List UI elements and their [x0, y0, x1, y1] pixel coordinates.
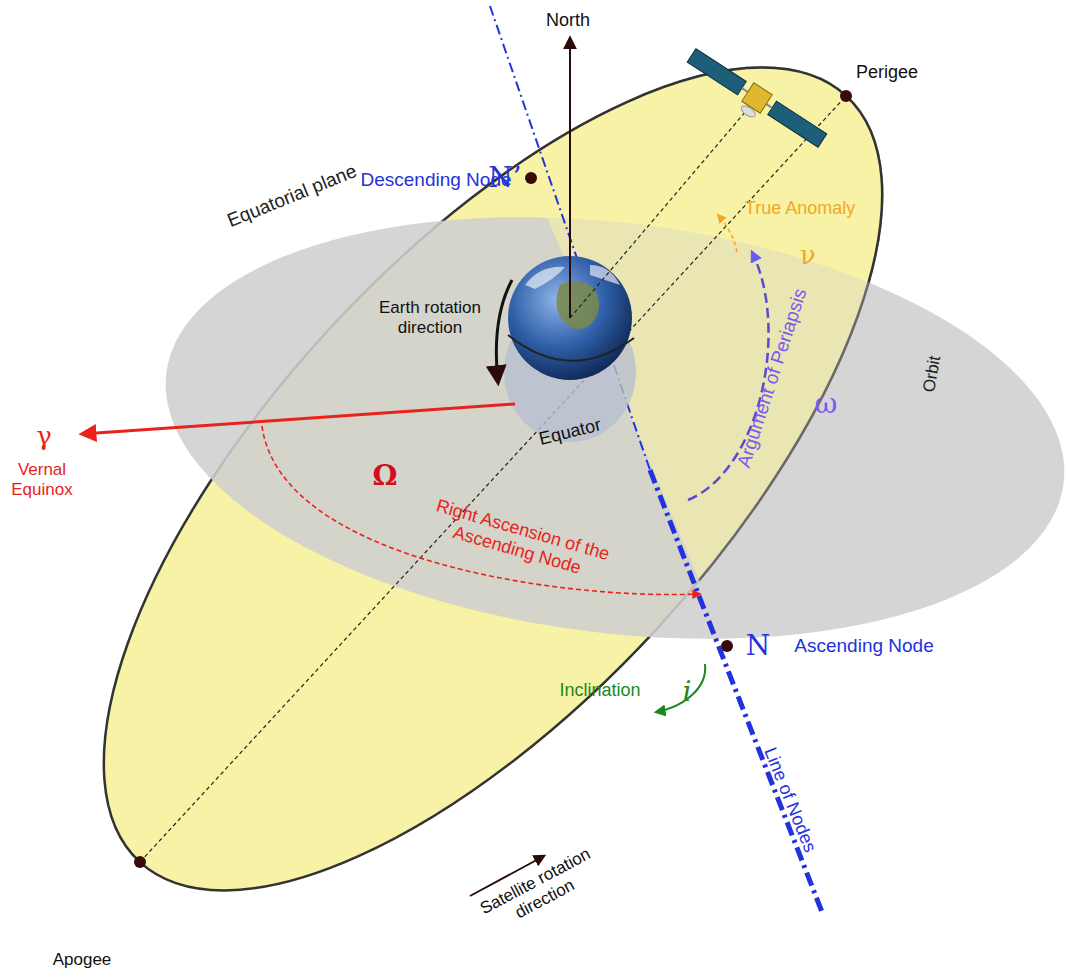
earth-rotation-arrow — [496, 280, 512, 382]
angle-label: True Anomaly — [745, 198, 855, 219]
inclination-arc — [656, 664, 705, 712]
angle-symbol: ω — [815, 388, 838, 420]
true-anomaly-arc — [718, 215, 737, 252]
descending-node-point — [525, 172, 537, 184]
node-label: Ascending Node — [794, 635, 933, 657]
direction-label: Vernal Equinox — [4, 460, 80, 499]
node-symbol: N’ — [488, 162, 521, 194]
angle-symbol: i — [683, 676, 692, 708]
apse-line — [140, 96, 846, 862]
point-label: Perigee — [856, 62, 918, 83]
orbit-upper-part — [0, 0, 1009, 978]
earth-clouds — [525, 265, 620, 289]
angle-symbol: Ω — [373, 460, 398, 492]
rotation-label: Earth rotation direction — [370, 298, 490, 337]
satellite — [681, 46, 829, 157]
angle-symbol: ν — [800, 241, 816, 271]
node-symbol: N — [746, 630, 771, 662]
angle-label: Inclination — [559, 680, 640, 701]
north-axis — [569, 38, 571, 318]
axis-label: North — [546, 10, 590, 31]
point-label: Apogee — [53, 950, 112, 970]
earth-land — [556, 281, 599, 329]
line-of-nodes — [650, 470, 822, 912]
line-label: Line of Nodes — [760, 745, 821, 856]
line-of-nodes — [490, 6, 650, 470]
equator-line — [508, 335, 634, 361]
ascending-node-point — [721, 640, 733, 652]
direction-label: Satellite rotation direction — [460, 835, 620, 945]
direction-symbol: γ — [36, 422, 52, 452]
raan-arc — [262, 426, 700, 595]
apogee-point — [134, 856, 146, 868]
vernal-equinox-arrow — [82, 404, 515, 434]
plane-label: Equatorial plane — [224, 160, 360, 232]
satellite-radius — [570, 104, 752, 318]
perigee-point — [840, 90, 852, 102]
argument-arc — [688, 252, 769, 500]
